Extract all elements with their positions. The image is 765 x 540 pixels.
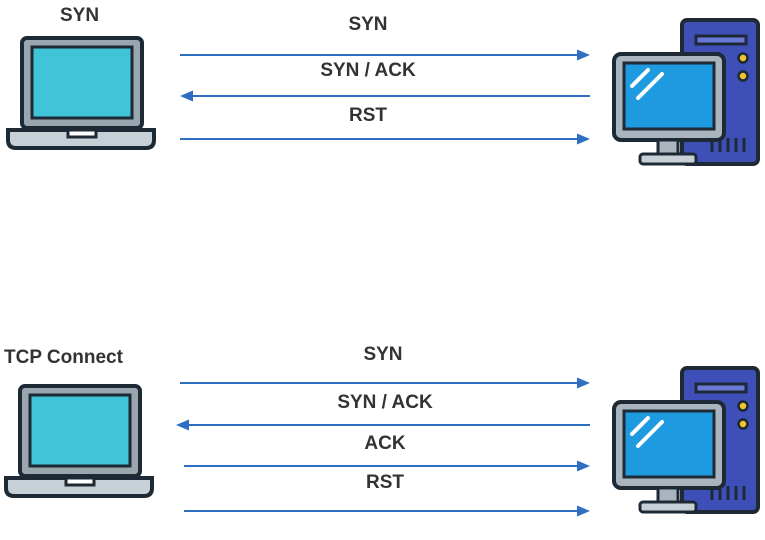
- desktop-computer-icon: [612, 18, 760, 166]
- message-label: RST: [349, 105, 387, 126]
- message-label: SYN / ACK: [337, 392, 433, 413]
- message-label: SYN / ACK: [320, 60, 416, 81]
- message-label: SYN: [348, 14, 388, 35]
- arrow-head: [577, 133, 590, 145]
- diagram-title: SYN: [60, 5, 100, 26]
- message-arrow: [184, 505, 590, 517]
- message-arrow: [180, 49, 590, 61]
- message-arrow: [180, 90, 590, 102]
- message-arrow: [180, 133, 590, 145]
- arrow-head: [577, 377, 590, 389]
- arrow-head: [176, 419, 189, 431]
- message-arrow: [184, 460, 590, 472]
- arrow-head: [577, 460, 590, 472]
- desktop-computer-icon: [612, 366, 760, 514]
- laptop-icon: [6, 36, 156, 150]
- arrow-head: [577, 505, 590, 517]
- arrow-head: [180, 90, 193, 102]
- syn-scan-diagram: SYN SYN SYN / ACK RST: [0, 0, 765, 200]
- message-arrow: [176, 419, 590, 431]
- message-label: SYN: [363, 344, 403, 365]
- laptop-icon: [4, 384, 154, 498]
- tcp-connect-diagram: TCP Connect SYN SYN / ACK ACK RST: [0, 340, 765, 540]
- message-label: ACK: [364, 433, 406, 454]
- message-label: RST: [366, 472, 404, 493]
- message-arrow: [180, 377, 590, 389]
- arrow-head: [577, 49, 590, 61]
- diagram-title: TCP Connect: [4, 347, 123, 368]
